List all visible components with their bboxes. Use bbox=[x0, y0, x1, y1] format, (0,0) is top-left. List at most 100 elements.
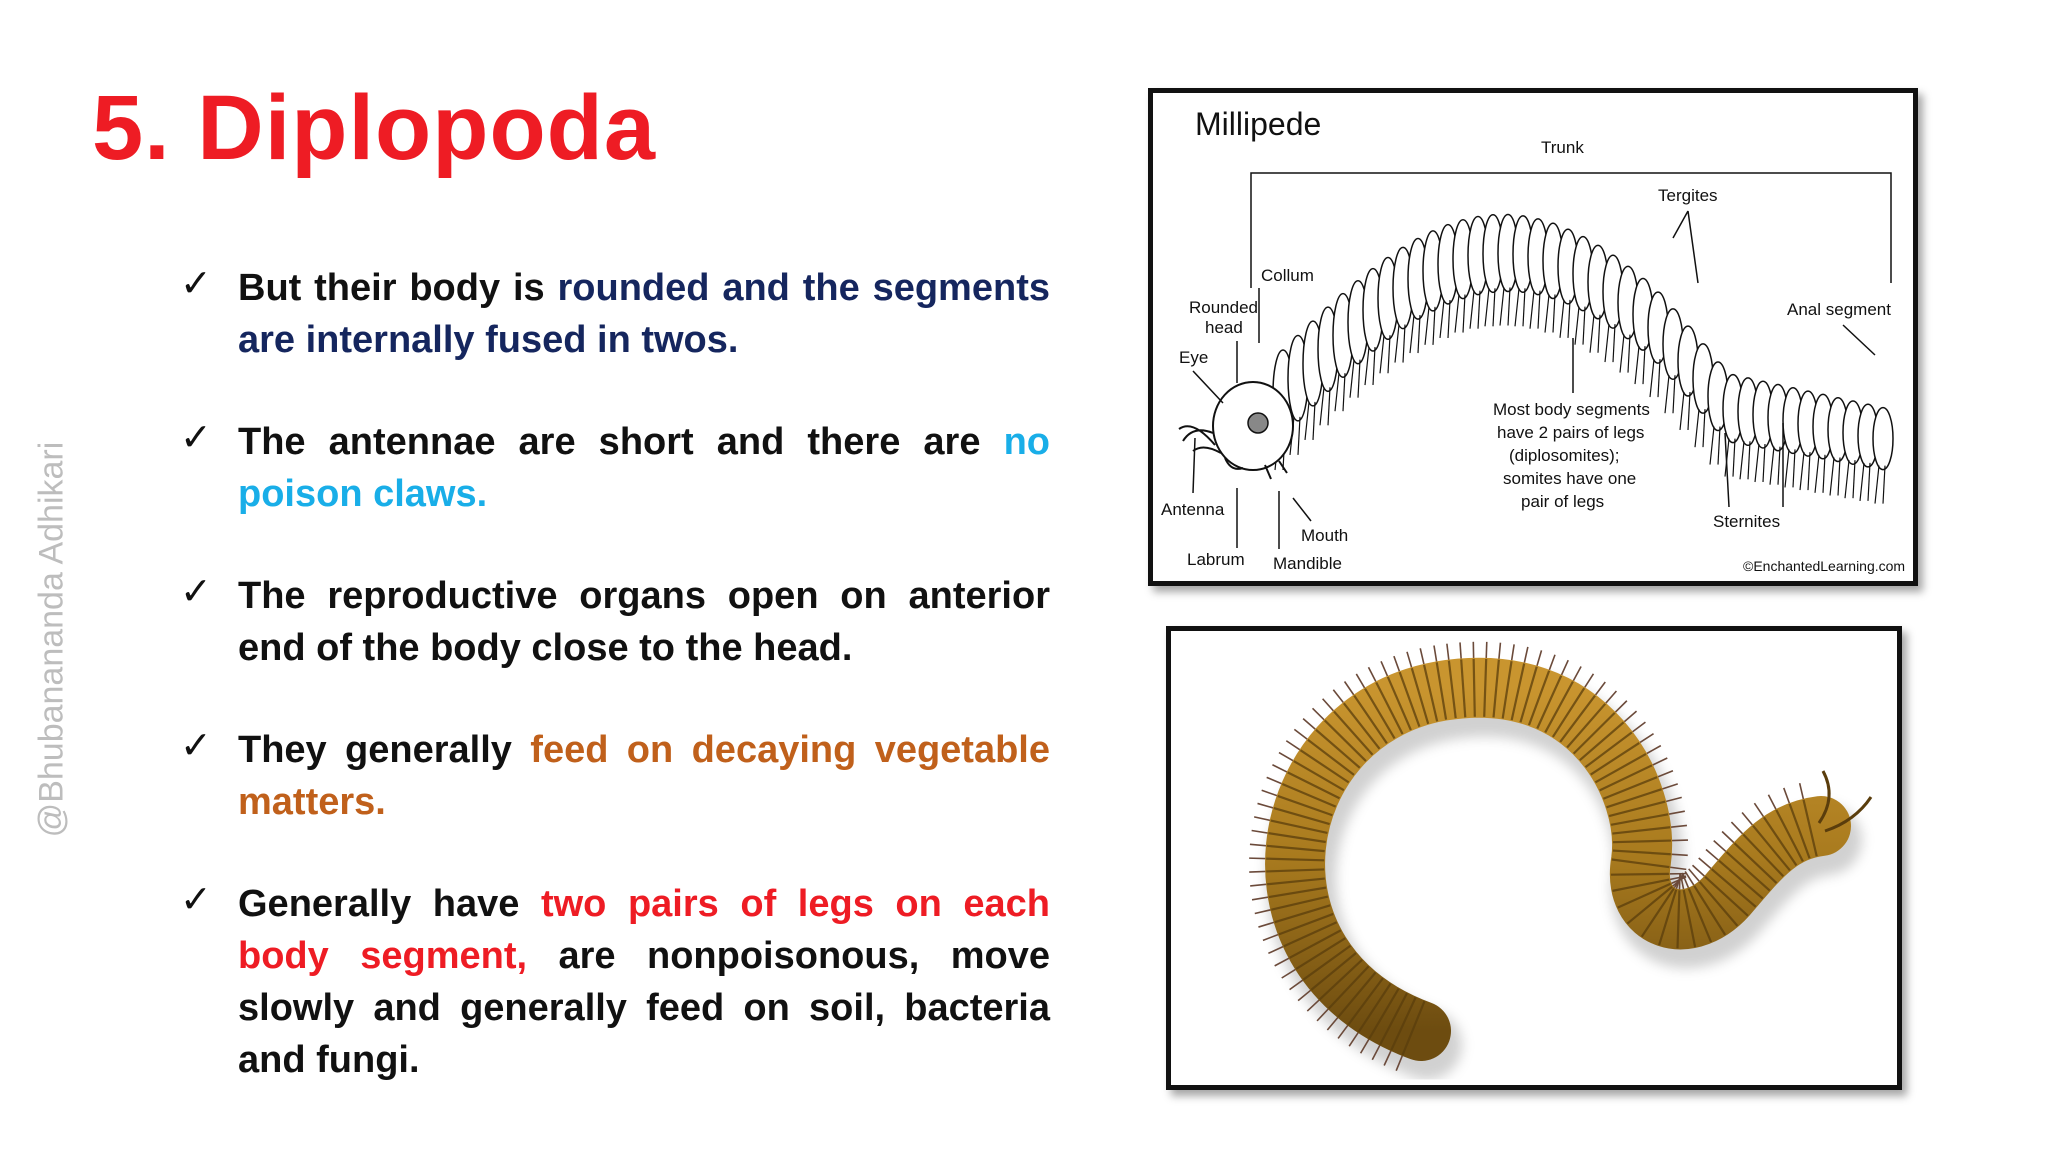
leg-mark bbox=[1732, 438, 1736, 477]
segment-ring bbox=[1268, 886, 1327, 899]
leg-mark bbox=[1522, 288, 1526, 327]
leg-mark bbox=[1762, 443, 1766, 483]
bullet-item: ✓Generally have two pairs of legs on eac… bbox=[180, 878, 1050, 1086]
leg-mark bbox=[1529, 290, 1535, 329]
label-head: head bbox=[1205, 318, 1243, 337]
leg-mark bbox=[1424, 306, 1430, 345]
leg-mark bbox=[1837, 457, 1841, 496]
leg-mark bbox=[1432, 306, 1436, 345]
body-segment bbox=[1872, 406, 1894, 471]
label-tergites: Tergites bbox=[1658, 186, 1718, 205]
bullet-text-segment: They generally bbox=[238, 729, 531, 771]
label-eye: Eye bbox=[1179, 348, 1208, 367]
pointer-lines bbox=[1192, 210, 1876, 549]
segment-ring bbox=[1676, 890, 1681, 949]
leg-mark bbox=[1559, 299, 1565, 338]
bullet-item: ✓The antennae are short and there are no… bbox=[180, 416, 1050, 520]
segment-ring bbox=[1610, 872, 1669, 876]
segment-ring bbox=[1606, 788, 1662, 809]
segment-ring bbox=[1682, 889, 1697, 948]
segment-ring bbox=[1268, 832, 1326, 844]
author-watermark: @Bhubanananda Adhikari bbox=[32, 441, 71, 838]
segment-ring bbox=[1612, 849, 1671, 856]
checkmark-icon: ✓ bbox=[180, 879, 212, 921]
leg-mark bbox=[1582, 306, 1586, 345]
leg-mark bbox=[1439, 299, 1445, 339]
leg-mark bbox=[1409, 315, 1415, 354]
leg-mark bbox=[1357, 359, 1361, 398]
leg-mark bbox=[1349, 359, 1355, 398]
leg-mark bbox=[1634, 346, 1640, 385]
segment-ring bbox=[1566, 703, 1607, 749]
leg-mark bbox=[1799, 452, 1805, 491]
millipede-photo bbox=[1166, 626, 1902, 1090]
leg-mark bbox=[1507, 287, 1511, 326]
leg-mark bbox=[1657, 359, 1661, 398]
checkmark-icon: ✓ bbox=[180, 571, 212, 613]
segment-ring bbox=[1266, 844, 1325, 853]
leg-mark bbox=[1822, 454, 1826, 493]
segment-ring bbox=[1579, 721, 1625, 761]
leg-mark bbox=[1874, 465, 1880, 504]
segment-ring bbox=[1483, 658, 1488, 717]
segment-ring bbox=[1318, 959, 1363, 1001]
segment-ring bbox=[1299, 749, 1350, 784]
segment-ring bbox=[1590, 742, 1640, 776]
leg-mark bbox=[1769, 446, 1775, 485]
segment-ring bbox=[1608, 800, 1666, 818]
label-anal-segment: Anal segment bbox=[1787, 300, 1891, 319]
leg-mark bbox=[1597, 314, 1601, 353]
millipede-segment-rings bbox=[1266, 658, 1818, 1056]
leg-mark bbox=[1739, 441, 1745, 480]
segment-ring bbox=[1775, 809, 1804, 862]
leg-mark bbox=[1304, 401, 1310, 440]
segment-ring bbox=[1447, 660, 1457, 719]
leg-mark bbox=[1717, 426, 1721, 465]
millipede-diagram: Millipede Trunk Tergites Collum Rounded … bbox=[1148, 88, 1918, 586]
label-trunk: Trunk bbox=[1541, 138, 1584, 157]
segment-ring bbox=[1342, 702, 1381, 750]
leg-mark bbox=[1402, 324, 1406, 363]
segment-ring bbox=[1337, 971, 1377, 1018]
checkmark-icon: ✓ bbox=[180, 725, 212, 767]
segment-ring bbox=[1527, 670, 1551, 726]
leg-mark bbox=[1379, 335, 1385, 374]
leg-mark bbox=[1844, 460, 1850, 499]
label-mouth: Mouth bbox=[1301, 526, 1348, 545]
segment-ring bbox=[1295, 937, 1346, 970]
leg-mark bbox=[1807, 452, 1811, 491]
antenna-icon bbox=[1817, 770, 1873, 833]
leg-mark bbox=[1484, 288, 1490, 327]
label-mandible: Mandible bbox=[1273, 554, 1342, 573]
segment-ring bbox=[1617, 882, 1672, 909]
label-labrum: Labrum bbox=[1187, 550, 1245, 569]
leg-mark bbox=[1462, 294, 1466, 333]
leg-mark bbox=[1852, 460, 1856, 499]
segment-ring bbox=[1379, 992, 1408, 1046]
segment-ring bbox=[1266, 877, 1325, 886]
segment-ring bbox=[1266, 868, 1325, 873]
segment-ring bbox=[1423, 664, 1439, 722]
segment-ring bbox=[1599, 764, 1653, 792]
leg-mark bbox=[1687, 391, 1691, 431]
segment-ring bbox=[1401, 1000, 1426, 1056]
segment-ring bbox=[1725, 851, 1771, 892]
segment-ring bbox=[1274, 904, 1331, 924]
segment-ring bbox=[1492, 659, 1500, 718]
leg-mark bbox=[1642, 346, 1646, 385]
segment-ring bbox=[1270, 819, 1328, 835]
bullet-item: ✓ They generally feed on decaying vegetab… bbox=[180, 724, 1050, 828]
leg-mark bbox=[1859, 462, 1865, 501]
trunk-bracket bbox=[1250, 172, 1892, 288]
label-sternites: Sternites bbox=[1713, 512, 1780, 531]
segment-ring bbox=[1611, 858, 1670, 869]
millipede-photo-svg bbox=[1249, 641, 1873, 1080]
bullet-highlight-segment: feed on decaying vegetable matters. bbox=[238, 729, 1050, 823]
segment-ring bbox=[1658, 889, 1678, 946]
leg-mark bbox=[1364, 346, 1370, 386]
leg-mark bbox=[1514, 288, 1520, 327]
segment-ring bbox=[1293, 760, 1345, 792]
leg-mark bbox=[1552, 294, 1556, 333]
leg-mark bbox=[1649, 359, 1655, 398]
segment-ring bbox=[1572, 711, 1616, 755]
